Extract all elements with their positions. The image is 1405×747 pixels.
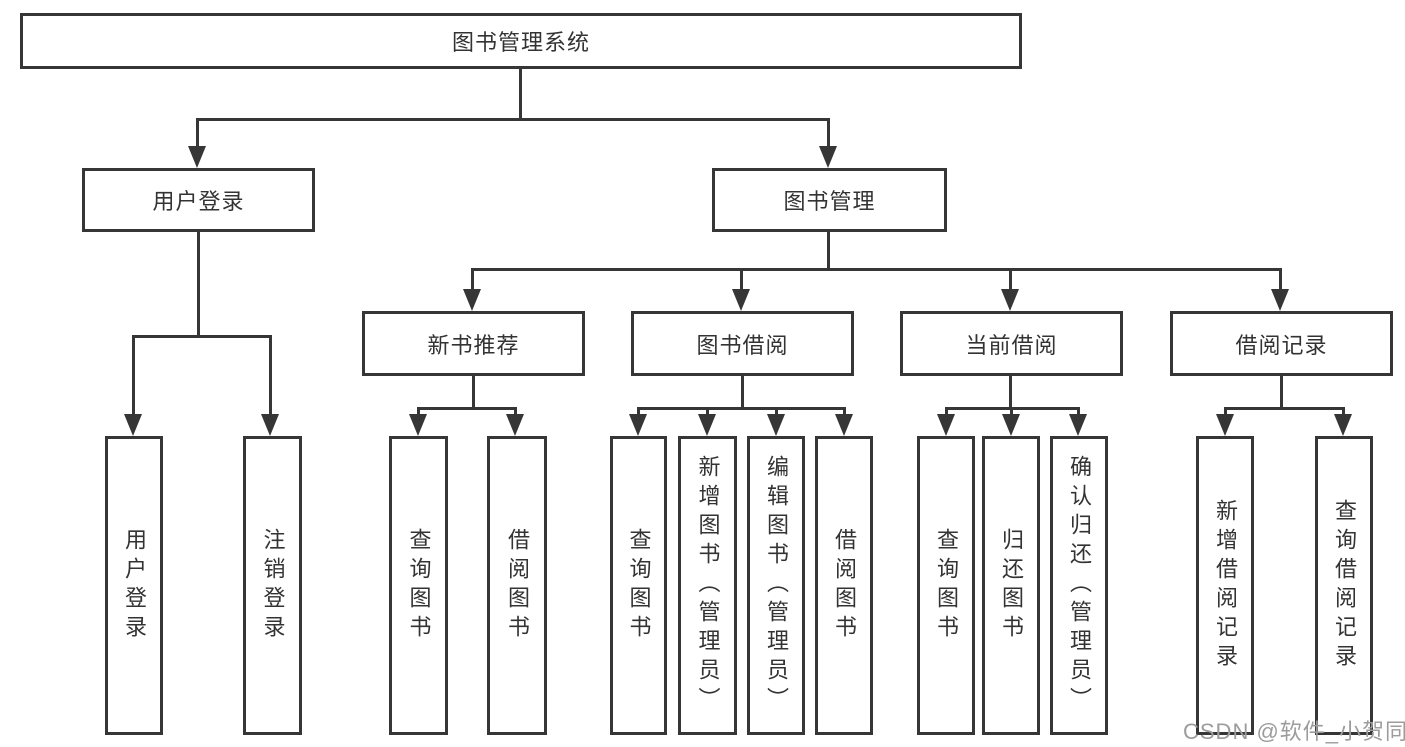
arrowhead-br-add bbox=[1216, 414, 1234, 436]
edge-ul-rail bbox=[132, 335, 272, 338]
arrowhead-leaf-logout bbox=[261, 414, 279, 436]
csdn-watermark: CSDN @软件_小贺同学 bbox=[1183, 719, 1405, 744]
edge-bb-drop-2 bbox=[706, 407, 709, 416]
edge-br-drop-2 bbox=[1342, 407, 1345, 416]
leaf-logout: 注销登录 bbox=[243, 436, 302, 735]
node-book-mgmt: 图书管理 bbox=[712, 168, 947, 232]
arrowhead-bb-query bbox=[629, 414, 647, 436]
edge-cb-stem bbox=[1009, 376, 1012, 407]
arrowhead-bb-borrow bbox=[835, 414, 853, 436]
edge-bm-stem bbox=[827, 232, 830, 268]
node-user-login: 用户登录 bbox=[82, 168, 315, 232]
edge-ul-drop-1 bbox=[132, 335, 135, 416]
node-borrow-record: 借阅记录 bbox=[1170, 311, 1393, 376]
leaf-bb-add-books-admin: 新增图书（管理员） bbox=[678, 436, 737, 735]
edge-br-rail bbox=[1224, 407, 1345, 410]
edge-bb-drop-1 bbox=[637, 407, 640, 416]
arrowhead-cb-query bbox=[937, 414, 955, 436]
edge-bb-rail bbox=[637, 407, 846, 410]
arrowhead-book-mgmt bbox=[819, 146, 837, 168]
leaf-bb-edit-books-admin: 编辑图书（管理员） bbox=[747, 436, 805, 735]
arrowhead-new-book-rec bbox=[463, 289, 481, 311]
arrowhead-current-borrow bbox=[1001, 289, 1019, 311]
edge-nbr-stem bbox=[472, 376, 475, 407]
arrowhead-user-login bbox=[188, 146, 206, 168]
edge-root-stem bbox=[519, 69, 522, 118]
edge-cb-drop-1 bbox=[945, 407, 948, 416]
edge-bb-stem bbox=[741, 376, 744, 407]
leaf-br-add-record: 新增借阅记录 bbox=[1196, 436, 1254, 735]
edge-ul-drop-2 bbox=[269, 335, 272, 416]
edge-bm-drop-2 bbox=[740, 268, 743, 291]
arrowhead-cb-confirm bbox=[1069, 414, 1087, 436]
edge-bm-drop-1 bbox=[471, 268, 474, 291]
leaf-nbr-borrow-books: 借阅图书 bbox=[487, 436, 547, 735]
node-book-borrow: 图书借阅 bbox=[631, 311, 854, 376]
leaf-br-query-record: 查询借阅记录 bbox=[1315, 436, 1373, 735]
leaf-bb-borrow-books: 借阅图书 bbox=[815, 436, 873, 735]
edge-bb-drop-4 bbox=[843, 407, 846, 416]
arrowhead-nbr-query bbox=[409, 414, 427, 436]
edge-bb-drop-3 bbox=[775, 407, 778, 416]
leaf-cb-query-books: 查询图书 bbox=[917, 436, 975, 735]
arrowhead-leaf-user-login bbox=[124, 414, 142, 436]
edge-nbr-drop-2 bbox=[514, 407, 517, 416]
leaf-user-login: 用户登录 bbox=[105, 436, 163, 735]
edge-ul-stem bbox=[197, 232, 200, 335]
node-new-book-rec: 新书推荐 bbox=[362, 311, 585, 376]
edge-root-rail bbox=[196, 118, 830, 121]
edge-root-drop-left bbox=[196, 118, 199, 146]
node-root: 图书管理系统 bbox=[20, 13, 1022, 69]
edge-br-stem bbox=[1280, 376, 1283, 407]
arrowhead-br-query bbox=[1334, 414, 1352, 436]
leaf-cb-confirm-return-admin: 确认归还（管理员） bbox=[1050, 436, 1108, 735]
leaf-bb-query-books: 查询图书 bbox=[610, 436, 667, 735]
edge-nbr-rail bbox=[417, 407, 517, 410]
arrowhead-cb-return bbox=[1002, 414, 1020, 436]
edge-nbr-drop-1 bbox=[417, 407, 420, 416]
leaf-cb-return-books: 归还图书 bbox=[982, 436, 1040, 735]
arrowhead-book-borrow bbox=[732, 289, 750, 311]
leaf-nbr-query-books: 查询图书 bbox=[389, 436, 448, 735]
edge-br-drop-1 bbox=[1224, 407, 1227, 416]
arrowhead-nbr-borrow bbox=[506, 414, 524, 436]
arrowhead-bb-edit bbox=[767, 414, 785, 436]
arrowhead-borrow-record bbox=[1271, 289, 1289, 311]
edge-bm-drop-3 bbox=[1009, 268, 1012, 291]
edge-bm-drop-4 bbox=[1279, 268, 1282, 291]
edge-cb-drop-2 bbox=[1010, 407, 1013, 416]
arrowhead-bb-add bbox=[698, 414, 716, 436]
edge-cb-drop-3 bbox=[1077, 407, 1080, 416]
edge-root-drop-right bbox=[827, 118, 830, 146]
edge-bm-rail bbox=[471, 268, 1282, 271]
node-current-borrow: 当前借阅 bbox=[900, 311, 1123, 376]
